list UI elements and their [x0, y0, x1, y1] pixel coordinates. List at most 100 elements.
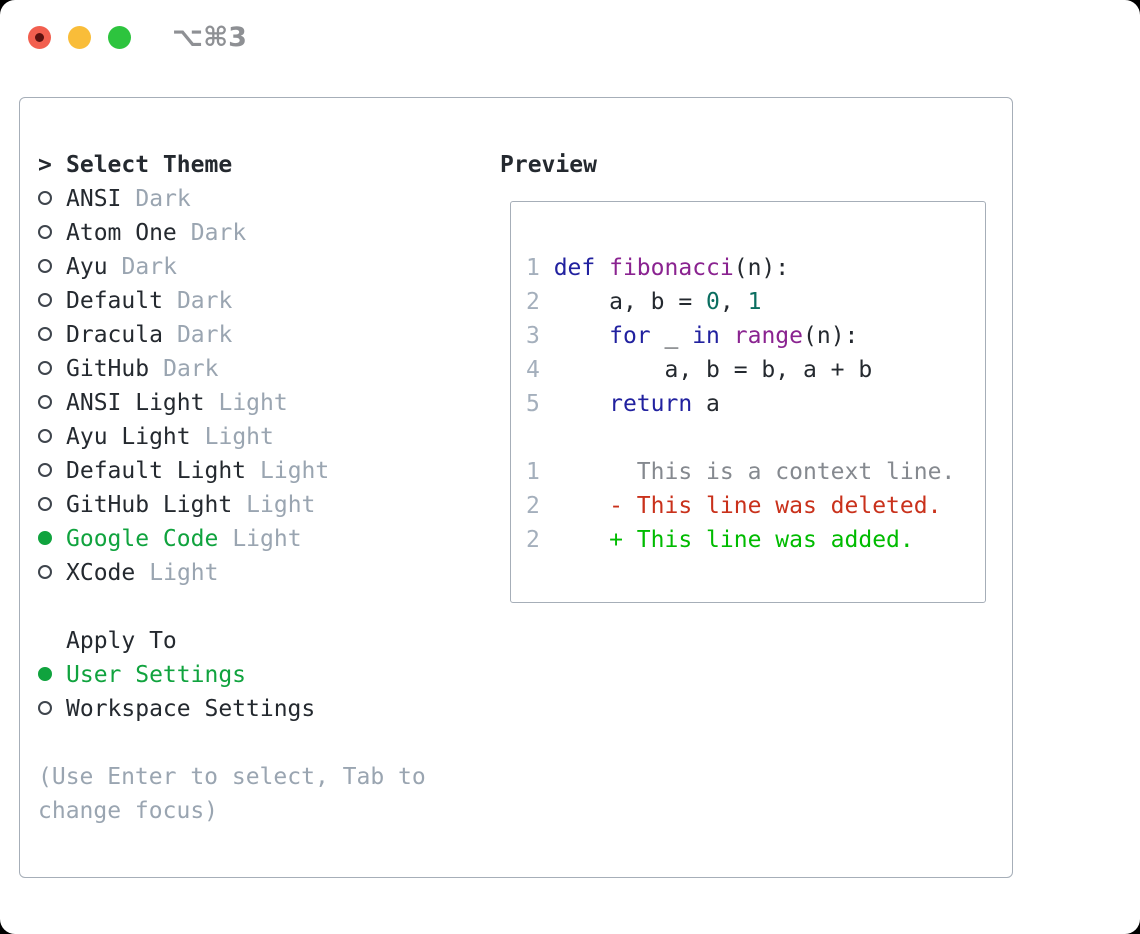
code-token-plain	[554, 323, 609, 349]
code-line: 3 for _ in range(n):	[526, 319, 985, 353]
theme-name: Dracula	[66, 322, 163, 348]
close-dot-icon	[35, 33, 44, 42]
theme-option-ayu-light[interactable]: Ayu Light Light	[38, 420, 483, 454]
code-line: 1 This is a context line.	[526, 455, 985, 489]
radio-selected-icon	[38, 667, 52, 681]
theme-variant: Dark	[176, 322, 233, 348]
zoom-light-icon[interactable]	[108, 26, 131, 49]
theme-variant: Light	[260, 458, 330, 484]
radio-cell	[38, 318, 66, 352]
code-line	[526, 421, 985, 455]
theme-variant: Dark	[135, 186, 191, 212]
theme-variant: Dark	[121, 254, 177, 280]
radio-cell	[38, 386, 66, 420]
theme-name: Atom One	[66, 220, 177, 246]
theme-option-github-light[interactable]: GitHub Light Light	[38, 488, 483, 522]
theme-name: GitHub	[66, 356, 150, 382]
radio-cell	[38, 420, 66, 454]
radio-cell	[38, 658, 66, 692]
line-number: 2	[526, 289, 554, 315]
radio-cell	[38, 454, 66, 488]
code-token-keyword: for	[609, 323, 651, 349]
radio-cell	[38, 182, 66, 216]
apply-option-user-settings[interactable]: User Settings	[38, 658, 483, 692]
radio-icon	[38, 191, 52, 205]
theme-option-ansi[interactable]: ANSI Dark	[38, 182, 483, 216]
code-line: 2 - This line was deleted.	[526, 489, 985, 523]
code-token-number: 1	[747, 289, 762, 315]
code-token-function: range	[733, 323, 803, 349]
code-token-plain: a, b =	[553, 289, 707, 315]
select-theme-header: >Select Theme	[38, 148, 483, 182]
apply-option-label: User Settings	[66, 662, 247, 688]
theme-variant: Dark	[190, 220, 247, 246]
titlebar: ⌥⌘3	[28, 24, 247, 51]
apply-option-label: Workspace Settings	[66, 696, 316, 722]
theme-option-ansi-light[interactable]: ANSI Light Light	[38, 386, 483, 420]
code-token-plain	[720, 323, 734, 349]
radio-icon	[38, 701, 52, 715]
radio-cell	[38, 216, 66, 250]
theme-name: Default	[66, 288, 163, 314]
close-light-icon[interactable]	[28, 26, 51, 49]
apply-to-header: Apply To	[66, 628, 177, 654]
radio-icon	[38, 327, 52, 341]
radio-cell	[38, 284, 66, 318]
theme-variant: Light	[218, 390, 288, 416]
code-line: 1 def fibonacci(n):	[526, 251, 985, 285]
theme-variant: Light	[204, 424, 274, 450]
preview-header: Preview	[500, 152, 597, 178]
theme-name: Ayu Light	[66, 424, 191, 450]
radio-icon	[38, 463, 52, 477]
preview-box: 1 def fibonacci(n): 2 a, b = 0, 1 3 for _ …	[510, 201, 986, 603]
theme-option-atom-one[interactable]: Atom One Dark	[38, 216, 483, 250]
code-token-plain: a	[692, 391, 720, 417]
code-token-number: 0	[706, 289, 720, 315]
code-token-plain: (n):	[733, 255, 790, 281]
theme-name: Google Code	[66, 526, 219, 552]
radio-icon	[38, 361, 52, 375]
theme-option-ayu[interactable]: Ayu Dark	[38, 250, 483, 284]
theme-option-dracula[interactable]: Dracula Dark	[38, 318, 483, 352]
theme-name: XCode	[66, 560, 136, 586]
radio-icon	[38, 395, 52, 409]
code-line: 4 a, b = b, a + b	[526, 353, 985, 387]
theme-name: ANSI Light	[66, 390, 205, 416]
theme-name: Ayu	[66, 254, 108, 280]
radio-icon	[38, 259, 52, 273]
radio-icon	[38, 429, 52, 443]
line-number: 1	[526, 459, 554, 485]
hint-text: (Use Enter to select, Tab to change focu…	[38, 764, 426, 824]
theme-name: ANSI	[66, 186, 122, 212]
code-line: 2 + This line was added.	[526, 523, 985, 557]
theme-variant: Light	[232, 526, 302, 552]
code-token-keyword: def	[553, 255, 596, 281]
code-token-added: + This line was added.	[553, 527, 914, 553]
theme-variant: Light	[246, 492, 316, 518]
code-token-keyword: in	[692, 323, 720, 349]
apply-option-workspace-settings[interactable]: Workspace Settings	[38, 692, 483, 726]
theme-option-google-code[interactable]: Google Code Light	[38, 522, 483, 556]
line-number: 4	[526, 357, 554, 383]
code-preview: 1 def fibonacci(n): 2 a, b = 0, 1 3 for _ …	[526, 251, 985, 557]
radio-cell	[38, 250, 66, 284]
code-token-plain	[554, 391, 609, 417]
line-number: 3	[526, 323, 554, 349]
minimize-light-icon[interactable]	[68, 26, 91, 49]
code-token-function: fibonacci	[609, 255, 734, 281]
code-token-deleted: - This line was deleted.	[553, 493, 942, 519]
theme-name: GitHub Light	[66, 492, 233, 518]
radio-icon	[38, 225, 52, 239]
code-token-context: This is a context line.	[553, 459, 956, 485]
code-token-plain: ,	[719, 289, 748, 315]
radio-cell	[38, 522, 66, 556]
focus-arrow-icon: >	[38, 152, 52, 178]
radio-selected-icon	[38, 531, 52, 545]
